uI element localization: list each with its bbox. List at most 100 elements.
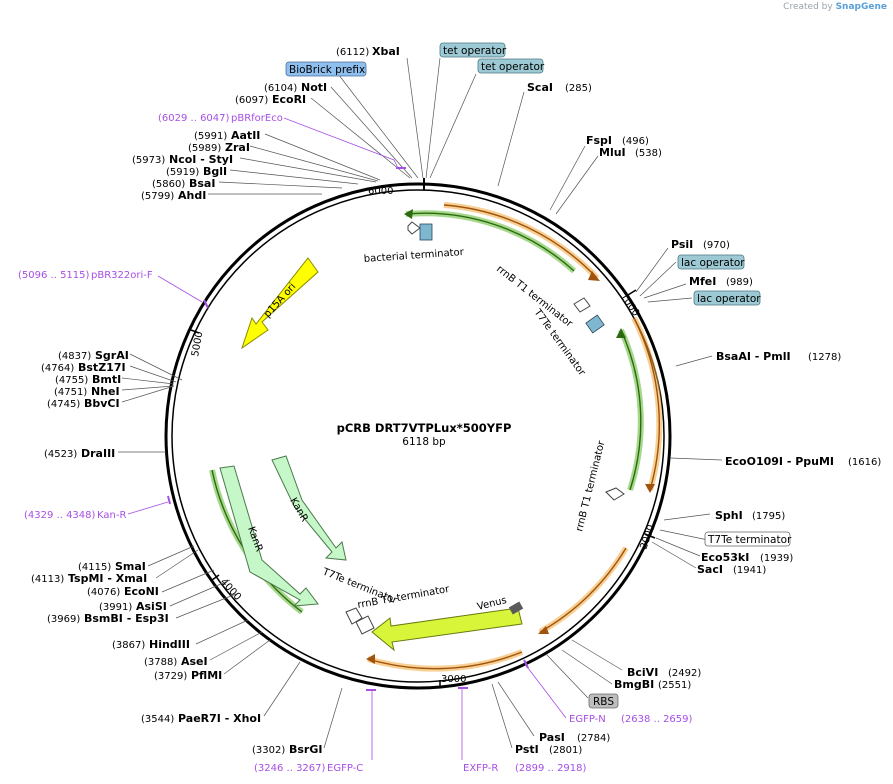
box-label-lac-2: lac operator: [697, 293, 761, 305]
primer-name-kanr[interactable]: Kan-R: [97, 510, 126, 521]
site-pos-smai: (4115): [78, 562, 111, 573]
kanr-arrow-2: [271, 455, 347, 561]
site-name-ahdi[interactable]: AhdI: [178, 189, 206, 202]
site-pos-ahdi: (5799): [141, 191, 174, 202]
site-name-nhei[interactable]: NheI: [91, 385, 120, 398]
site-name-pflmi[interactable]: PflMI: [191, 669, 222, 682]
site-pos-xbai: (6112): [336, 47, 369, 58]
site-name-zrai[interactable]: ZraI: [225, 141, 250, 154]
primer-name-exfpr[interactable]: EXFP-R: [463, 763, 498, 774]
site-pos-bgli: (5919): [166, 167, 199, 178]
site-name-ncoi[interactable]: NcoI - StyI: [169, 153, 233, 166]
site-name-bgli[interactable]: BglI: [203, 165, 227, 178]
site-name-bsmbi[interactable]: BsmBI - Esp3I: [84, 612, 169, 625]
site-name-bstz17i[interactable]: BstZ17I: [78, 361, 126, 374]
site-name-xbai[interactable]: XbaI: [372, 45, 400, 58]
primer-range-exfpr: (2899 .. 2918): [515, 763, 587, 774]
site-name-psii[interactable]: PsiI: [671, 238, 693, 251]
primer-name-pbr322ori[interactable]: pBR322ori-F: [91, 270, 153, 281]
site-pos-hindiii: (3867): [112, 640, 145, 651]
site-pos-pflmi: (3729): [154, 671, 187, 682]
site-name-bbvci[interactable]: BbvCI: [84, 397, 120, 410]
site-name-noti[interactable]: NotI: [301, 81, 327, 94]
tick-label-3000: 3000: [441, 674, 466, 685]
site-pos-bmgbi: (2551): [658, 680, 691, 691]
primer-name-egfpc[interactable]: EGFP-C: [327, 763, 363, 774]
box-lac-operator-1[interactable]: lac operator: [677, 254, 745, 270]
site-name-sphi[interactable]: SphI: [715, 509, 743, 522]
site-name-eco53ki[interactable]: Eco53kI: [701, 551, 749, 564]
site-name-psti[interactable]: PstI: [515, 743, 539, 756]
site-pos-mlui: (538): [635, 148, 662, 159]
site-name-sgrai[interactable]: SgrAI: [95, 349, 129, 362]
green-arrowhead-right: [616, 328, 626, 338]
terminator-glyph-top: [407, 221, 421, 235]
site-pos-sphi: (1795): [752, 511, 785, 522]
primer-range-kanr: (4329 .. 4348): [24, 510, 96, 521]
site-name-econi[interactable]: EcoNI: [124, 585, 159, 598]
venus-arrow: [371, 607, 523, 652]
box-biobrick-prefix[interactable]: BioBrick prefix: [285, 61, 367, 77]
site-name-mlui[interactable]: MluI: [599, 146, 626, 159]
site-name-fspi[interactable]: FspI: [586, 134, 612, 147]
orange-arc-top: [443, 204, 598, 279]
rrnb-label-tr: rrnB T1 terminator: [494, 264, 575, 330]
site-name-bmti[interactable]: BmtI: [92, 373, 121, 386]
p15a-ori-arrow: [241, 257, 319, 350]
site-name-pasi[interactable]: PasI: [539, 731, 565, 744]
site-name-asei[interactable]: AseI: [181, 655, 208, 668]
tick-5000: [190, 329, 200, 334]
site-pos-pasi: (2784): [577, 733, 610, 744]
site-name-ecoo109i[interactable]: EcoO109I - PpuMI: [725, 455, 834, 468]
orange-arc-bottom: [367, 651, 523, 670]
primer-name-egfpn[interactable]: EGFP-N: [569, 714, 606, 725]
site-name-bsrgi[interactable]: BsrGI: [289, 743, 322, 756]
tick-2000: [644, 533, 656, 539]
box-label-lac-1: lac operator: [681, 257, 745, 269]
primer-name-pbrforeco[interactable]: pBRforEco: [231, 113, 283, 124]
plasmid-length: 6118 bp: [402, 436, 446, 448]
box-rbs[interactable]: RBS: [588, 693, 619, 709]
site-pos-bsai: (5860): [152, 179, 185, 190]
primer-range-pbrforeco: (6029 .. 6047): [158, 113, 230, 124]
backbone-inner: [171, 189, 665, 683]
site-name-mfei[interactable]: MfeI: [689, 275, 716, 288]
credit-prefix: Created by: [783, 2, 833, 12]
site-pos-psii: (970): [703, 240, 730, 251]
site-name-smai[interactable]: SmaI: [115, 560, 146, 573]
box-label-tet-1: tet operator: [443, 45, 507, 57]
plasmid-name: pCRB DRT7VTPLux*500YFP: [337, 421, 512, 435]
site-name-bmgbi[interactable]: BmgBI: [614, 678, 654, 691]
green-arrowhead-top: [404, 209, 413, 219]
site-name-bcivi[interactable]: BciVI: [627, 666, 658, 679]
box-t7te-terminator[interactable]: T7Te terminator: [704, 531, 792, 547]
site-name-aatii[interactable]: AatII: [231, 129, 260, 142]
site-name-draiii[interactable]: DraIII: [81, 447, 115, 460]
terminator-glyph-tr: [573, 297, 591, 313]
site-pos-tspmi: (4113): [31, 574, 64, 585]
box-tet-operator-1[interactable]: tet operator: [439, 42, 507, 58]
site-name-hindiii[interactable]: HindIII: [149, 638, 190, 651]
site-pos-paer7i: (3544): [141, 714, 174, 725]
site-name-tspmi[interactable]: TspMI - XmaI: [68, 572, 147, 585]
site-name-ecori[interactable]: EcoRI: [272, 93, 306, 106]
snapgene-credit: Created by SnapGene: [783, 2, 887, 12]
site-name-bsai[interactable]: BsaI: [189, 177, 215, 190]
site-name-bsaai[interactable]: BsaAI - PmlI: [716, 350, 791, 363]
connector-lines: [118, 57, 723, 749]
site-name-paer7i[interactable]: PaeR7I - XhoI: [178, 712, 261, 725]
site-pos-bstz17i: (4764): [41, 363, 74, 374]
box-lac-operator-2[interactable]: lac operator: [693, 290, 761, 306]
site-name-asisi[interactable]: AsiSI: [136, 600, 167, 613]
green-arc-right: [620, 329, 642, 491]
terminator-glyph-bottom-2: [355, 615, 375, 635]
box-tet-operator-2[interactable]: tet operator: [477, 58, 545, 74]
site-name-scai[interactable]: ScaI: [527, 81, 553, 94]
p15a-ori-label: p15A ori: [262, 281, 298, 320]
orange-arrowhead-br: [538, 626, 549, 634]
rrnb-label-right: rrnB T1 terminator: [574, 439, 607, 533]
site-pos-bmti: (4755): [55, 375, 88, 386]
site-pos-aatii: (5991): [194, 131, 227, 142]
site-name-saci[interactable]: SacI: [697, 563, 723, 576]
